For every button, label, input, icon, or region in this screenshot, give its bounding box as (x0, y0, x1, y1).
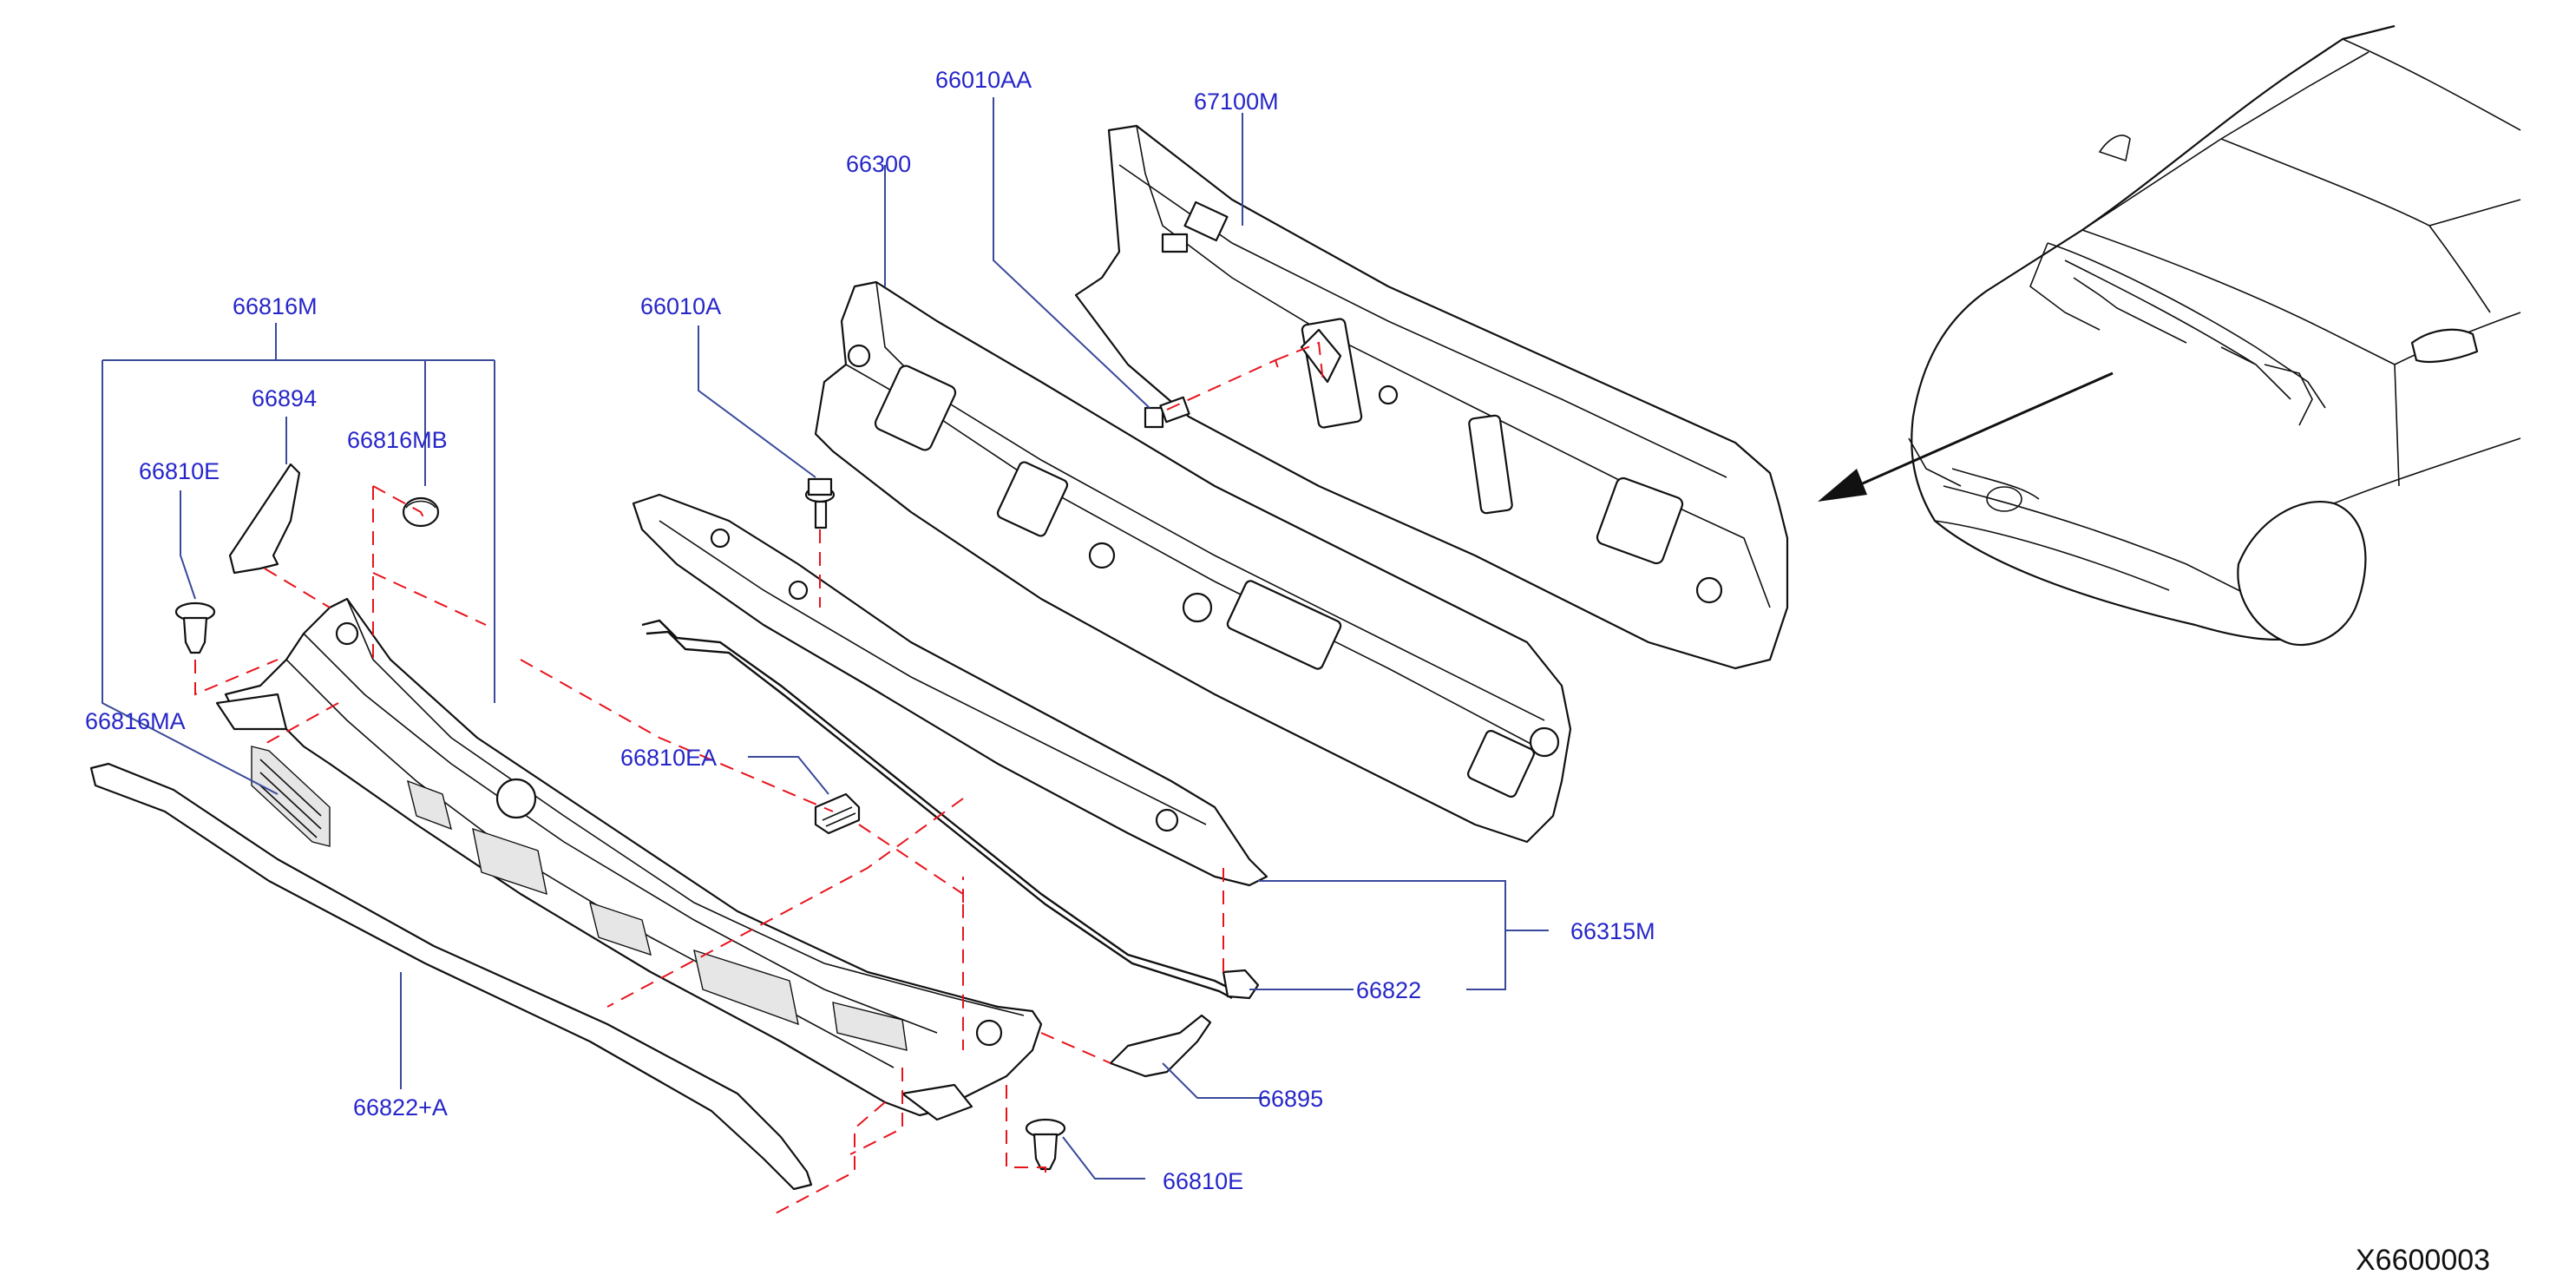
label-66816M: 66816M (233, 293, 318, 319)
label-66010AA: 66010AA (935, 67, 1032, 93)
label-66894: 66894 (252, 385, 317, 411)
alignment-lines (194, 341, 1324, 1216)
label-66315M: 66315M (1570, 918, 1655, 944)
pointer-arrow (1818, 371, 2114, 502)
label-66010A: 66010A (640, 293, 721, 319)
part-labels: 66010AA 67100M 66300 66010A 66816M 66894… (85, 67, 2490, 1277)
label-66816MB: 66816MB (347, 427, 448, 453)
label-66300: 66300 (846, 151, 911, 177)
part-66010A-bolt (804, 477, 836, 529)
label-66810E-bottom: 66810E (1163, 1168, 1243, 1194)
part-66010AA-bolt (1144, 396, 1190, 429)
label-66816MA: 66816MA (85, 708, 186, 734)
label-66895: 66895 (1258, 1086, 1323, 1112)
part-66895-seal (1109, 1014, 1212, 1078)
part-66300-cowl-top (814, 280, 1572, 844)
label-66822: 66822 (1356, 977, 1421, 1003)
part-66822A-weatherstrip (89, 762, 813, 1191)
part-66810EA-clip (814, 792, 861, 835)
label-66822A: 66822+A (353, 1094, 448, 1120)
label-67100M: 67100M (1194, 89, 1279, 115)
diagram-reference-number: X6600003 (2356, 1244, 2490, 1277)
part-66816MA-mesh (251, 746, 331, 847)
leader-lines (102, 97, 1549, 1180)
part-66816M-cowl-grille (215, 597, 1043, 1121)
part-66810E-clip-top (174, 601, 216, 654)
part-66894-seal (228, 463, 301, 575)
part-66315M-cowl-strip (632, 493, 1268, 887)
vehicle-illustration (1908, 24, 2521, 647)
part-67100M-upper-cowl (1074, 124, 1789, 670)
label-66810EA: 66810EA (620, 745, 717, 771)
part-66822-harness (641, 619, 1260, 1000)
label-66810E-top: 66810E (139, 458, 220, 484)
part-66810E-clip-bottom (1025, 1118, 1066, 1171)
